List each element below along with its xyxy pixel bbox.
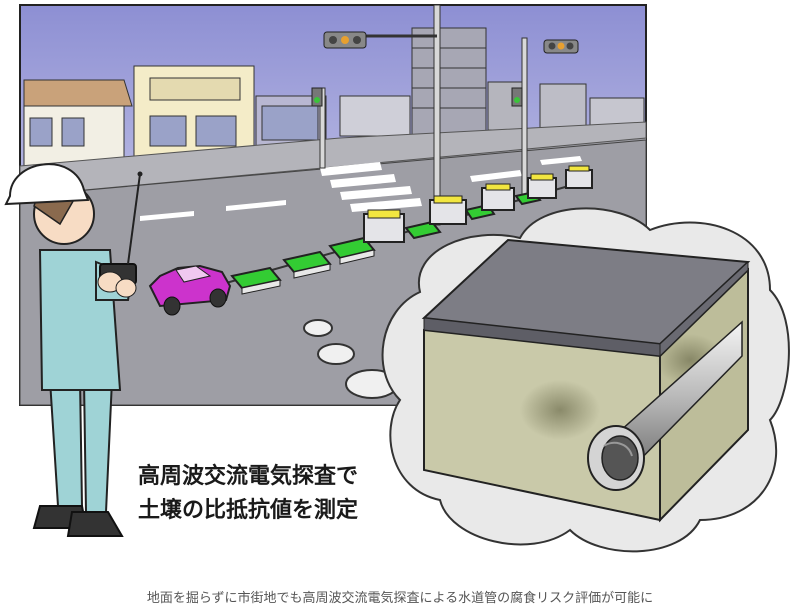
traffic-signals [311, 4, 579, 226]
title-line-2: 土壌の比抵抗値を測定 [138, 498, 359, 523]
sensor-sled [230, 266, 282, 295]
sensor-sled [282, 250, 332, 279]
worker [4, 163, 143, 537]
illustration-title: 高周波交流電気探査で 土壌の比抵抗値を測定 [138, 460, 398, 528]
antenna-frame [565, 165, 593, 189]
antenna-frame [527, 173, 557, 199]
antenna-frame [481, 183, 515, 211]
rc-car [148, 264, 232, 316]
antenna-frame [363, 209, 405, 243]
sensor-sled [404, 220, 442, 240]
title-line-1: 高周波交流電気探査で [138, 464, 359, 489]
survey-train [148, 165, 593, 316]
cross-section-cloud [381, 207, 790, 553]
caption: 地面を掘らずに市街地でも高周波交流電気探査による水道管の腐食リスク評価が可能に [146, 591, 654, 606]
water-pipe [587, 320, 743, 491]
antenna-frame [429, 195, 467, 225]
